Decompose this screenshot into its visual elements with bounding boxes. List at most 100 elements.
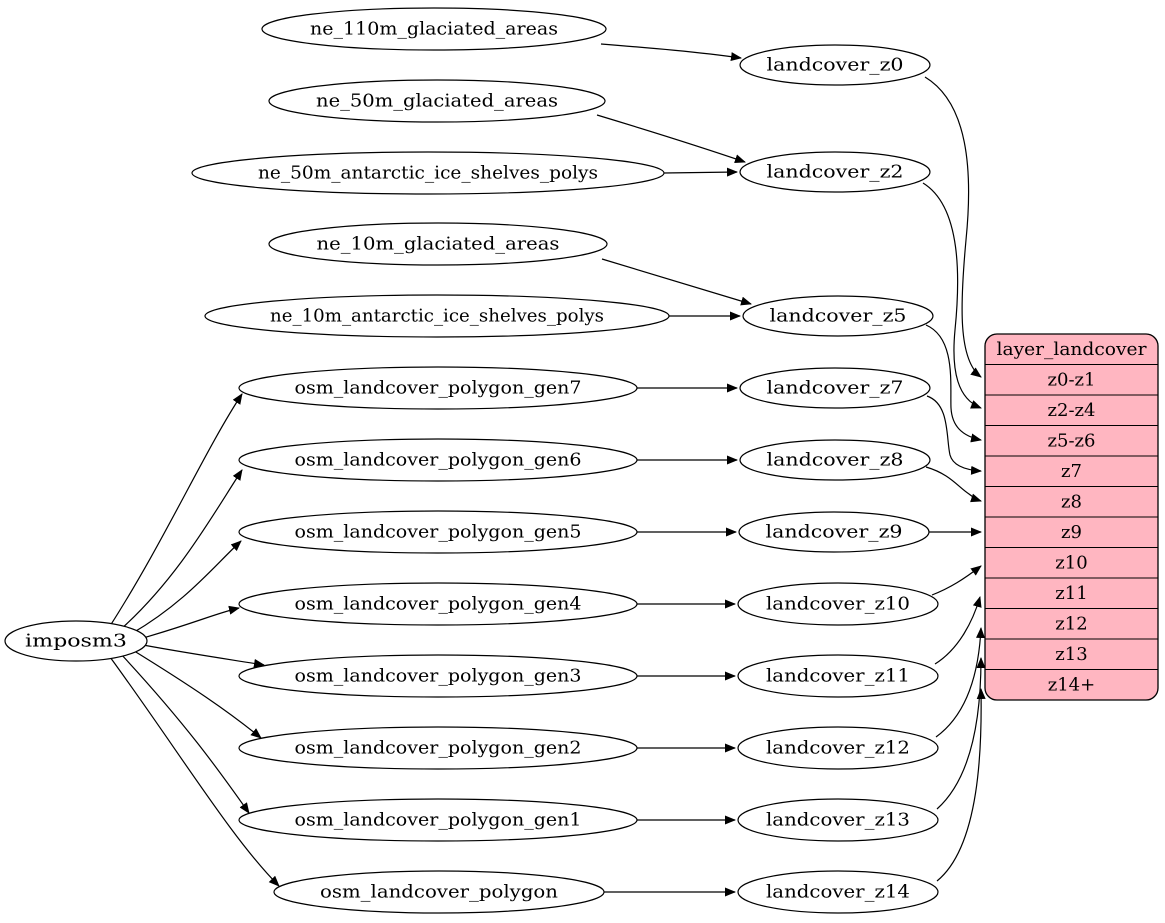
node-label-osm_landcover_polygon_gen7: osm_landcover_polygon_gen7 xyxy=(295,378,582,399)
node-ellipse-landcover_z7 xyxy=(739,367,931,409)
node-label-landcover_z10: landcover_z10 xyxy=(766,594,910,615)
node-landcover_z13: landcover_z13 xyxy=(737,798,939,842)
node-ellipse-landcover_z8 xyxy=(739,439,931,481)
node-ellipse-landcover_z5 xyxy=(742,295,934,337)
node-label-landcover_z14: landcover_z14 xyxy=(766,882,910,903)
node-ellipse-landcover_z2 xyxy=(739,151,931,193)
node-label-landcover_z2: landcover_z2 xyxy=(767,162,904,183)
node-label-ne_50m_antarctic_ice_shelves_polys: ne_50m_antarctic_ice_shelves_polys xyxy=(258,163,598,184)
edge-landcover_z5-to-layer_landcover:z5-z6 xyxy=(925,324,982,443)
node-landcover_z7: landcover_z7 xyxy=(739,367,931,409)
node-ellipse-osm_landcover_polygon xyxy=(273,870,605,914)
edge-imposm3-to-osm_landcover_polygon_gen7 xyxy=(109,393,243,627)
edge-imposm3-to-osm_landcover_polygon xyxy=(109,656,280,887)
record-node-layer: layer_landcoverz0-z1z2-z4z5-z6z7z8z9z10z… xyxy=(984,333,1159,701)
node-ellipse-osm_landcover_polygon_gen5 xyxy=(238,510,638,554)
node-ellipse-landcover_z10 xyxy=(737,582,939,626)
node-osm_landcover_polygon_gen6: osm_landcover_polygon_gen6 xyxy=(238,438,638,482)
node-label-osm_landcover_polygon: osm_landcover_polygon xyxy=(320,882,558,903)
node-landcover_z0: landcover_z0 xyxy=(739,44,931,86)
node-ellipse-osm_landcover_polygon_gen1 xyxy=(238,798,638,842)
node-ne_10m_glaciated_areas: ne_10m_glaciated_areas xyxy=(268,222,608,266)
node-ellipse-landcover_z14 xyxy=(737,870,939,914)
node-label-osm_landcover_polygon_gen5: osm_landcover_polygon_gen5 xyxy=(295,522,582,543)
node-landcover_z2: landcover_z2 xyxy=(739,151,931,193)
node-ne_50m_antarctic_ice_shelves_polys: ne_50m_antarctic_ice_shelves_polys xyxy=(191,151,665,195)
node-label-landcover_z9: landcover_z9 xyxy=(766,522,903,543)
node-osm_landcover_polygon_gen3: osm_landcover_polygon_gen3 xyxy=(238,654,638,698)
node-label-landcover_z5: landcover_z5 xyxy=(770,306,907,327)
node-label-ne_10m_glaciated_areas: ne_10m_glaciated_areas xyxy=(317,234,560,255)
node-ellipse-ne_10m_glaciated_areas xyxy=(268,222,608,266)
node-osm_landcover_polygon_gen1: osm_landcover_polygon_gen1 xyxy=(238,798,638,842)
record-field-z8: z8 xyxy=(1061,491,1082,512)
edge-landcover_z8-to-layer_landcover:z8 xyxy=(925,466,982,503)
edge-imposm3-to-osm_landcover_polygon_gen6 xyxy=(119,469,243,631)
record-field-z13: z13 xyxy=(1055,644,1087,665)
node-label-osm_landcover_polygon_gen6: osm_landcover_polygon_gen6 xyxy=(295,450,582,471)
node-ellipse-landcover_z0 xyxy=(739,44,931,86)
node-label-ne_110m_glaciated_areas: ne_110m_glaciated_areas xyxy=(310,19,558,40)
node-osm_landcover_polygon: osm_landcover_polygon xyxy=(273,870,605,914)
edge-imposm3-to-osm_landcover_polygon_gen1 xyxy=(119,652,250,814)
node-osm_landcover_polygon_gen7: osm_landcover_polygon_gen7 xyxy=(238,366,638,410)
node-imposm3: imposm3 xyxy=(4,620,148,662)
node-label-osm_landcover_polygon_gen2: osm_landcover_polygon_gen2 xyxy=(295,738,582,759)
edge-landcover_z12-to-layer_landcover:z12 xyxy=(935,627,986,738)
nodes-layer: imposm3 ne_110m_glaciated_areas ne_50m_gla… xyxy=(4,7,939,914)
record-field-z12: z12 xyxy=(1055,613,1087,634)
record-field-z5-z6: z5-z6 xyxy=(1048,430,1096,451)
edge-imposm3-to-osm_landcover_polygon_gen5 xyxy=(130,540,242,635)
node-ne_50m_glaciated_areas: ne_50m_glaciated_areas xyxy=(268,79,606,123)
node-landcover_z8: landcover_z8 xyxy=(739,439,931,481)
node-ellipse-ne_110m_glaciated_areas xyxy=(261,7,607,51)
node-label-osm_landcover_polygon_gen3: osm_landcover_polygon_gen3 xyxy=(295,666,582,687)
record-field-z10: z10 xyxy=(1055,552,1087,573)
record-field-z7: z7 xyxy=(1061,461,1082,482)
node-landcover_z5: landcover_z5 xyxy=(742,295,934,337)
node-landcover_z9: landcover_z9 xyxy=(738,511,930,553)
edge-landcover_z7-to-layer_landcover:z7 xyxy=(926,395,982,475)
edge-landcover_z2-to-layer_landcover:z2-z4 xyxy=(922,182,982,409)
record-field-z14+: z14+ xyxy=(1048,674,1095,695)
node-osm_landcover_polygon_gen2: osm_landcover_polygon_gen2 xyxy=(238,726,638,770)
record-field-z11: z11 xyxy=(1055,583,1087,604)
node-ellipse-imposm3 xyxy=(4,620,148,662)
edge-landcover_z13-to-layer_landcover:z13 xyxy=(936,657,986,810)
node-label-landcover_z8: landcover_z8 xyxy=(767,450,904,471)
node-osm_landcover_polygon_gen5: osm_landcover_polygon_gen5 xyxy=(238,510,638,554)
node-ellipse-landcover_z9 xyxy=(738,511,930,553)
node-ellipse-osm_landcover_polygon_gen7 xyxy=(238,366,638,410)
node-ne_10m_antarctic_ice_shelves_polys: ne_10m_antarctic_ice_shelves_polys xyxy=(204,294,670,338)
node-label-ne_10m_antarctic_ice_shelves_polys: ne_10m_antarctic_ice_shelves_polys xyxy=(270,306,604,327)
edge-imposm3-to-osm_landcover_polygon_gen2 xyxy=(130,648,262,739)
node-ellipse-osm_landcover_polygon_gen2 xyxy=(238,726,638,770)
node-landcover_z11: landcover_z11 xyxy=(737,654,939,698)
edge-imposm3-to-osm_landcover_polygon_gen3 xyxy=(142,644,265,668)
node-ellipse-landcover_z12 xyxy=(737,726,939,770)
node-label-ne_50m_glaciated_areas: ne_50m_glaciated_areas xyxy=(316,91,558,112)
node-osm_landcover_polygon_gen4: osm_landcover_polygon_gen4 xyxy=(238,582,638,626)
node-label-imposm3: imposm3 xyxy=(25,631,127,652)
node-landcover_z12: landcover_z12 xyxy=(737,726,939,770)
node-ellipse-osm_landcover_polygon_gen3 xyxy=(238,654,638,698)
node-label-landcover_z0: landcover_z0 xyxy=(767,55,904,76)
node-label-landcover_z13: landcover_z13 xyxy=(766,810,910,831)
edge-landcover_z0-to-layer_landcover:z0-z1 xyxy=(924,76,982,378)
node-label-landcover_z12: landcover_z12 xyxy=(766,738,910,759)
edge-ne_50m_antarctic_ice_shelves_polys-to-landcover_z2 xyxy=(663,167,738,177)
edge-landcover_z11-to-layer_landcover:z11 xyxy=(934,596,982,665)
record-field-z0-z1: z0-z1 xyxy=(1048,369,1096,390)
node-ellipse-landcover_z13 xyxy=(737,798,939,842)
node-ellipse-osm_landcover_polygon_gen4 xyxy=(238,582,638,626)
edge-landcover_z10-to-layer_landcover:z10 xyxy=(931,565,982,596)
record-title: layer_landcover xyxy=(997,339,1147,360)
node-landcover_z14: landcover_z14 xyxy=(737,870,939,914)
record-field-z9: z9 xyxy=(1061,522,1082,543)
node-label-landcover_z7: landcover_z7 xyxy=(767,378,904,399)
node-label-osm_landcover_polygon_gen1: osm_landcover_polygon_gen1 xyxy=(295,810,582,831)
edge-imposm3-to-osm_landcover_polygon_gen4 xyxy=(142,605,240,639)
edge-ne_50m_glaciated_areas-to-landcover_z2 xyxy=(596,114,746,164)
node-ne_110m_glaciated_areas: ne_110m_glaciated_areas xyxy=(261,7,607,51)
node-ellipse-ne_50m_glaciated_areas xyxy=(268,79,606,123)
